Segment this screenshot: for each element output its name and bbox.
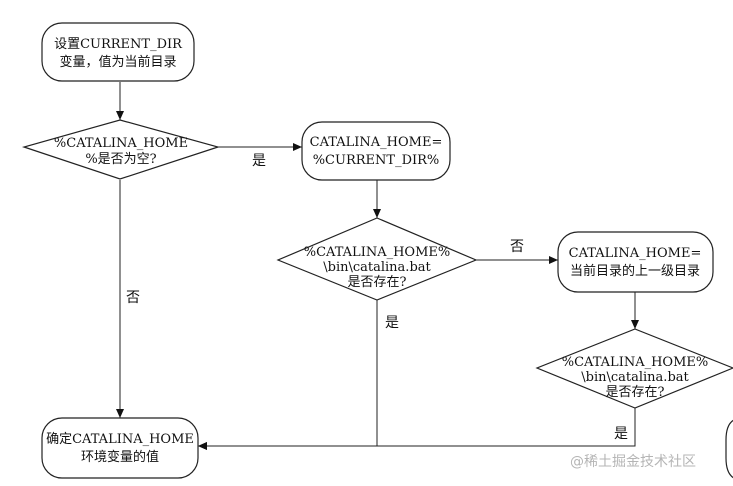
edge-label-empty-yes: 是 [252, 153, 266, 169]
watermark-text: @稀土掘金技术社区 [570, 454, 696, 470]
node-bat-exists-check-1: %CATALINA_HOME% \bin\catalina.bat 是否存在? [276, 217, 478, 301]
edge-label-check2-yes: 是 [614, 426, 628, 442]
node-set-current-dir-line2: 变量，值为当前目录 [59, 54, 176, 70]
node-bat-exists-check-1-line3: 是否存在? [348, 275, 407, 290]
node-bat-exists-check-2-line1: %CATALINA_HOME% [562, 355, 709, 370]
edge-label-check1-yes: 是 [385, 315, 399, 331]
node-confirm-home: 确定CATALINA_HOME 环境变量的值 [41, 417, 199, 479]
node-set-current-dir-line1: 设置CURRENT_DIR [54, 37, 183, 52]
edge-label-empty-no: 否 [126, 290, 140, 306]
node-bat-exists-check-2-line2: \bin\catalina.bat [581, 370, 689, 385]
node-bat-exists-check-1-line1: %CATALINA_HOME% [304, 245, 451, 260]
node-bat-exists-check-2-line3: 是否存在? [606, 385, 665, 400]
edge-label-check1-no: 否 [510, 239, 524, 255]
node-home-empty-check-line1: %CATALINA_HOME [54, 136, 188, 151]
edges [116, 82, 639, 450]
node-confirm-home-line1: 确定CATALINA_HOME [46, 432, 194, 447]
node-assign-current-dir-line2: %CURRENT_DIR% [313, 153, 440, 168]
node-assign-parent-dir-line1: CATALINA_HOME= [569, 246, 702, 261]
node-bat-exists-check-2: %CATALINA_HOME% \bin\catalina.bat 是否存在? [535, 328, 733, 409]
node-bat-exists-check-1-line2: \bin\catalina.bat [323, 260, 431, 275]
node-offscreen-partial [725, 417, 733, 481]
node-home-empty-check-line2: %是否为空? [85, 152, 156, 167]
node-assign-current-dir: CATALINA_HOME= %CURRENT_DIR% [301, 121, 451, 181]
node-confirm-home-line2: 环境变量的值 [81, 449, 159, 465]
node-assign-parent-dir: CATALINA_HOME= 当前目录的上一级目录 [557, 231, 714, 293]
node-set-current-dir: 设置CURRENT_DIR 变量，值为当前目录 [41, 22, 195, 82]
node-assign-current-dir-line1: CATALINA_HOME= [310, 135, 443, 150]
edge-check1-yes [198, 300, 378, 450]
edge-check2-yes [198, 408, 636, 450]
node-assign-parent-dir-line2: 当前目录的上一级目录 [570, 263, 700, 279]
node-home-empty-check: %CATALINA_HOME %是否为空? [21, 119, 221, 180]
